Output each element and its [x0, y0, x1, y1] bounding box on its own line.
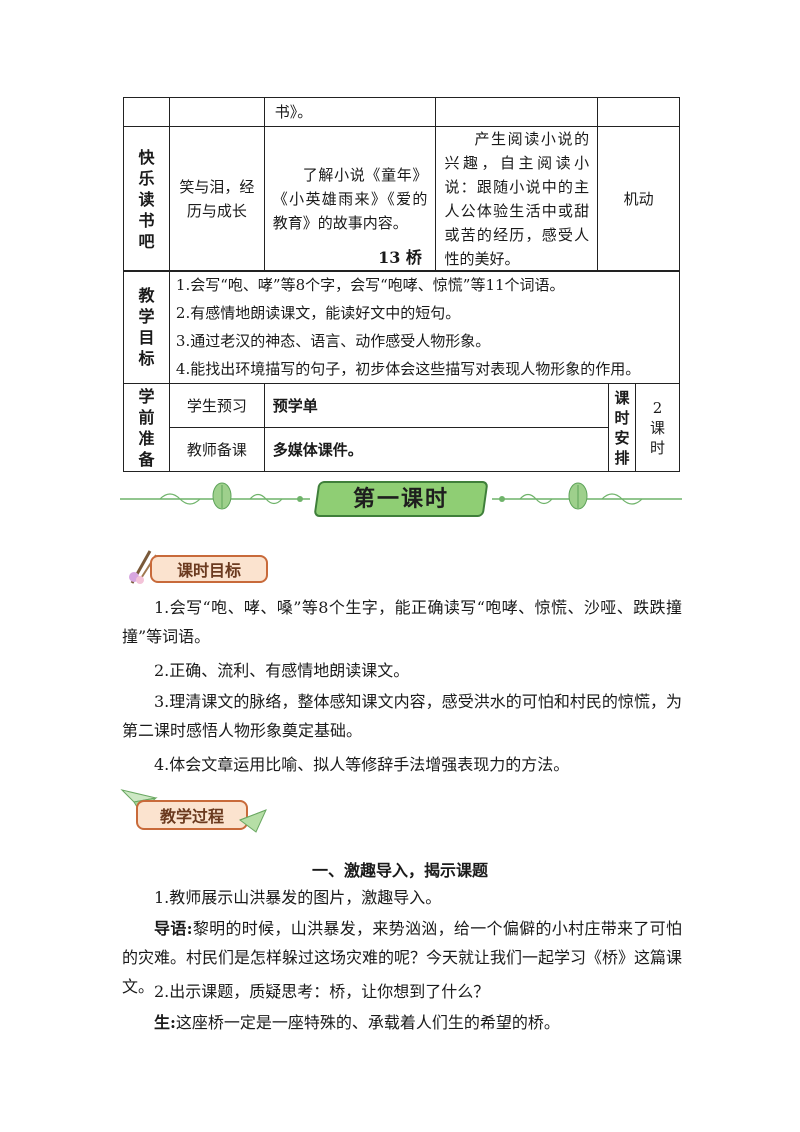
- lesson-goal-item: 1.会写“咆、哮、嗓”等8个生字，能正确读写“咆哮、惊慌、沙哑、跌跌撞撞”等词语…: [122, 598, 682, 646]
- lesson-goal-item: 4.体会文章运用比喻、拟人等修辞手法增强表现力的方法。: [154, 755, 570, 774]
- step-text: 2.出示课题，质疑思考：桥，让你想到了什么？: [154, 982, 490, 1001]
- student-prep-label: 学生预习: [168, 383, 265, 428]
- reading-table: 书》。 快乐读书吧 笑与泪，经历与成长 了解小说《童年》《小英雄雨来》《爱的教育…: [123, 97, 680, 272]
- step-text: 1.教师展示山洪暴发的图片，激趣导入。: [154, 888, 442, 907]
- table-row: 教师备课 多媒体课件。: [124, 427, 680, 472]
- goal-item: 2.有感情地朗读课文，能读好文中的短句。: [175, 304, 461, 322]
- brush-icon: [124, 547, 160, 591]
- student-answer: 生:这座桥一定是一座特殊的、承载着人们生的希望的桥。: [122, 1008, 682, 1037]
- lesson-goal-item: 2.正确、流利、有感情地朗读课文。: [154, 661, 410, 680]
- banner-text: 第一课时: [352, 486, 449, 512]
- teacher-prep-value: 多媒体课件。: [263, 427, 610, 472]
- goal-item: 1.会写“咆、哮”等8个字，会写“咆哮、惊慌”等11个词语。: [175, 276, 565, 294]
- row-head-prep: 学前准备: [123, 383, 170, 472]
- cell-theme: 笑与泪，经历与成长: [168, 126, 265, 272]
- row-head-goals: 教学目标: [123, 270, 170, 384]
- schedule-head: 课时安排: [608, 383, 637, 472]
- teaching-goals-table: 教学目标 1.会写“咆、哮”等8个字，会写“咆哮、惊慌”等11个词语。 2.有感…: [123, 270, 681, 472]
- lesson-banner: 第一课时: [120, 480, 682, 518]
- lesson-goal-item: 3.理清课文的脉络，整体感知课文内容，感受洪水的可怕和村民的惊慌，为第二课时感悟…: [122, 692, 682, 740]
- goals-cell: 1.会写“咆、哮”等8个字，会写“咆哮、惊慌”等11个词语。 2.有感情地朗读课…: [168, 270, 681, 384]
- badge-label: 课时目标: [150, 555, 268, 583]
- student-prep-value: 预学单: [263, 383, 610, 428]
- goal-item: 3.通过老汉的神态、语言、动作感受人物形象。: [175, 332, 491, 350]
- intro-label: 导语:: [154, 919, 193, 938]
- goal-item: 4.能找出环境描写的句子，初步体会这些描写对表现人物形象的作用。: [175, 360, 641, 378]
- row-head-happy-reading: 快乐读书吧: [123, 126, 170, 272]
- table-row: 快乐读书吧 笑与泪，经历与成长 了解小说《童年》《小英雄雨来》《爱的教育》的故事…: [123, 126, 680, 272]
- student-label: 生:: [154, 1013, 176, 1032]
- cell-text: 书》。: [263, 97, 437, 127]
- intro-paragraph: 导语:黎明的时候，山洪暴发，来势汹汹，给一个偏僻的小村庄带来了可怕的灾难。村民们…: [122, 914, 682, 1001]
- cell-content: 了解小说《童年》《小英雄雨来》《爱的教育》的故事内容。: [263, 126, 437, 272]
- teacher-prep-label: 教师备课: [168, 427, 265, 472]
- section-title: 一、激趣导入，揭示课题: [311, 861, 488, 880]
- badge-label: 教学过程: [136, 800, 248, 830]
- leaf-icon: [238, 806, 268, 838]
- table-row: 书》。: [123, 97, 680, 127]
- intro-text: 黎明的时候，山洪暴发，来势汹汹，给一个偏僻的小村庄带来了可怕的灾难。村民们是怎样…: [122, 919, 683, 996]
- vine-decoration: [120, 482, 682, 510]
- lesson-title: 13 桥: [378, 248, 422, 267]
- table-row: 教学目标 1.会写“咆、哮”等8个字，会写“咆哮、惊慌”等11个词语。 2.有感…: [123, 270, 681, 384]
- cell-goal: 产生阅读小说的兴趣，自主阅读小说：跟随小说中的主人公体验生活中或甜或苦的经历，感…: [435, 126, 599, 272]
- student-text: 这座桥一定是一座特殊的、承载着人们生的希望的桥。: [175, 1013, 560, 1032]
- badge-teaching-process: 教学过程: [120, 786, 270, 836]
- badge-lesson-goals: 课时目标: [120, 547, 270, 587]
